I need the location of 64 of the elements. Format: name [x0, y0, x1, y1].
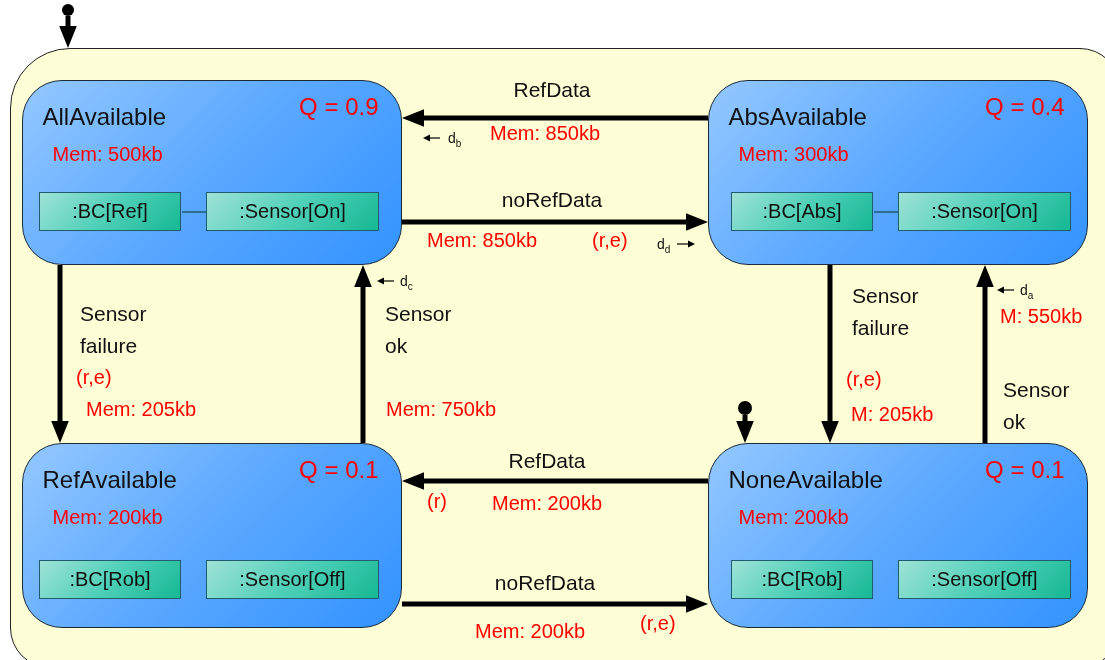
edge-label: noRefData — [501, 187, 603, 213]
transition-arrow — [59, 16, 77, 48]
component-box: :Sensor[On] — [898, 192, 1071, 231]
connector-line — [873, 211, 900, 213]
component-box: :Sensor[Off] — [206, 560, 379, 599]
transition-arrow — [402, 109, 708, 127]
state-name: AllAvailable — [42, 102, 167, 131]
component-box: :BC[Rob] — [731, 560, 873, 599]
annotation: Mem: 750kb — [386, 398, 497, 421]
memory-label: Mem: 300kb — [738, 142, 849, 166]
quality-value: Q = 0.1 — [985, 455, 1065, 484]
edge-label: Sensor ok — [385, 301, 453, 359]
state-name: AbsAvailable — [728, 102, 867, 131]
memory-label: Mem: 200kb — [738, 505, 849, 529]
annotation: (r,e) — [846, 368, 882, 391]
component-box: :BC[Ref] — [39, 192, 181, 231]
delay-label: d$_{a}$ — [1020, 282, 1034, 301]
transition-arrow — [821, 265, 839, 443]
memory-label: Mem: 500kb — [52, 142, 163, 166]
edge-label: Sensor failure — [80, 301, 148, 359]
transition-arrow — [976, 265, 994, 443]
transition-arrow — [402, 213, 708, 231]
transition-arrow — [736, 415, 754, 443]
delay-label: d$_{b}$ — [448, 130, 462, 149]
annotation: M: 205kb — [851, 403, 934, 426]
component-box: :BC[Rob] — [39, 560, 181, 599]
transition-arrow — [402, 595, 708, 613]
annotation: Mem: 205kb — [86, 398, 197, 421]
component-box: :Sensor[Off] — [898, 560, 1071, 599]
state-box — [21, 79, 402, 265]
connector-line — [181, 211, 208, 213]
annotation: Mem: 200kb — [475, 620, 586, 643]
annotation: Mem: 850kb — [427, 229, 538, 252]
transition-arrow — [354, 265, 372, 443]
component-box: :Sensor[On] — [206, 192, 379, 231]
delay-label: d$_{c}$ — [400, 273, 413, 292]
quality-value: Q = 0.9 — [299, 92, 379, 121]
annotation: (r,e) — [76, 366, 112, 389]
annotation: M: 550kb — [1000, 305, 1083, 328]
quality-value: Q = 0.4 — [985, 92, 1065, 121]
annotation: (r) — [427, 490, 447, 513]
edge-label: RefData — [513, 77, 591, 103]
transition-arrow — [402, 472, 708, 490]
state-name: NoneAvailable — [728, 465, 883, 494]
transition-arrow — [51, 265, 69, 443]
state-machine-background — [10, 48, 1105, 660]
annotation: (r,e) — [640, 612, 676, 635]
delay-label: d$_{d}$ — [657, 236, 671, 255]
state-box — [21, 442, 402, 628]
annotation: (r,e) — [592, 229, 628, 252]
initial-state-dot — [62, 4, 74, 16]
component-box: :BC[Abs] — [731, 192, 873, 231]
quality-value: Q = 0.1 — [299, 455, 379, 484]
state-box — [707, 442, 1088, 628]
edge-label: Sensor failure — [852, 283, 920, 341]
edge-label: RefData — [508, 448, 586, 474]
annotation: Mem: 200kb — [492, 492, 603, 515]
edge-label: noRefData — [494, 570, 596, 596]
edge-label: Sensor ok — [1003, 377, 1071, 435]
state-name: RefAvailable — [42, 465, 177, 494]
state-box — [707, 79, 1088, 265]
memory-label: Mem: 200kb — [52, 505, 163, 529]
initial-state-dot — [737, 400, 752, 415]
annotation: Mem: 850kb — [490, 122, 601, 145]
